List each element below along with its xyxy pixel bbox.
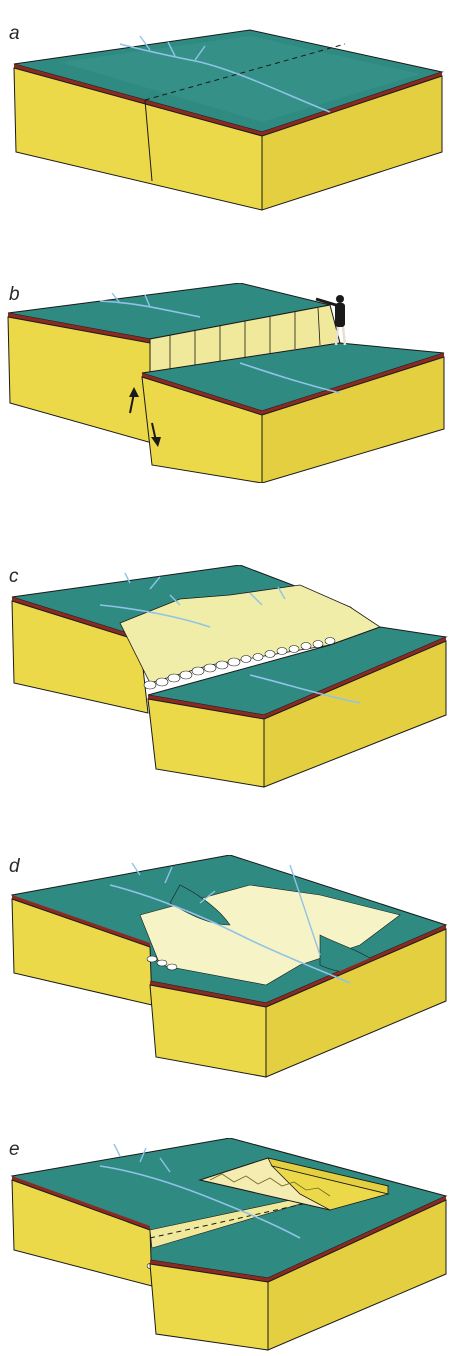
block-diagram-a xyxy=(0,22,459,222)
panel-b: b xyxy=(0,283,459,483)
block-diagram-e xyxy=(0,1138,459,1353)
block-diagram-b xyxy=(0,283,459,483)
block-diagram-c xyxy=(0,565,459,790)
panel-c: c xyxy=(0,565,459,790)
block-diagram-d xyxy=(0,855,459,1080)
panel-e: e xyxy=(0,1138,459,1353)
panel-a: a xyxy=(0,22,459,222)
panel-d: d xyxy=(0,855,459,1080)
